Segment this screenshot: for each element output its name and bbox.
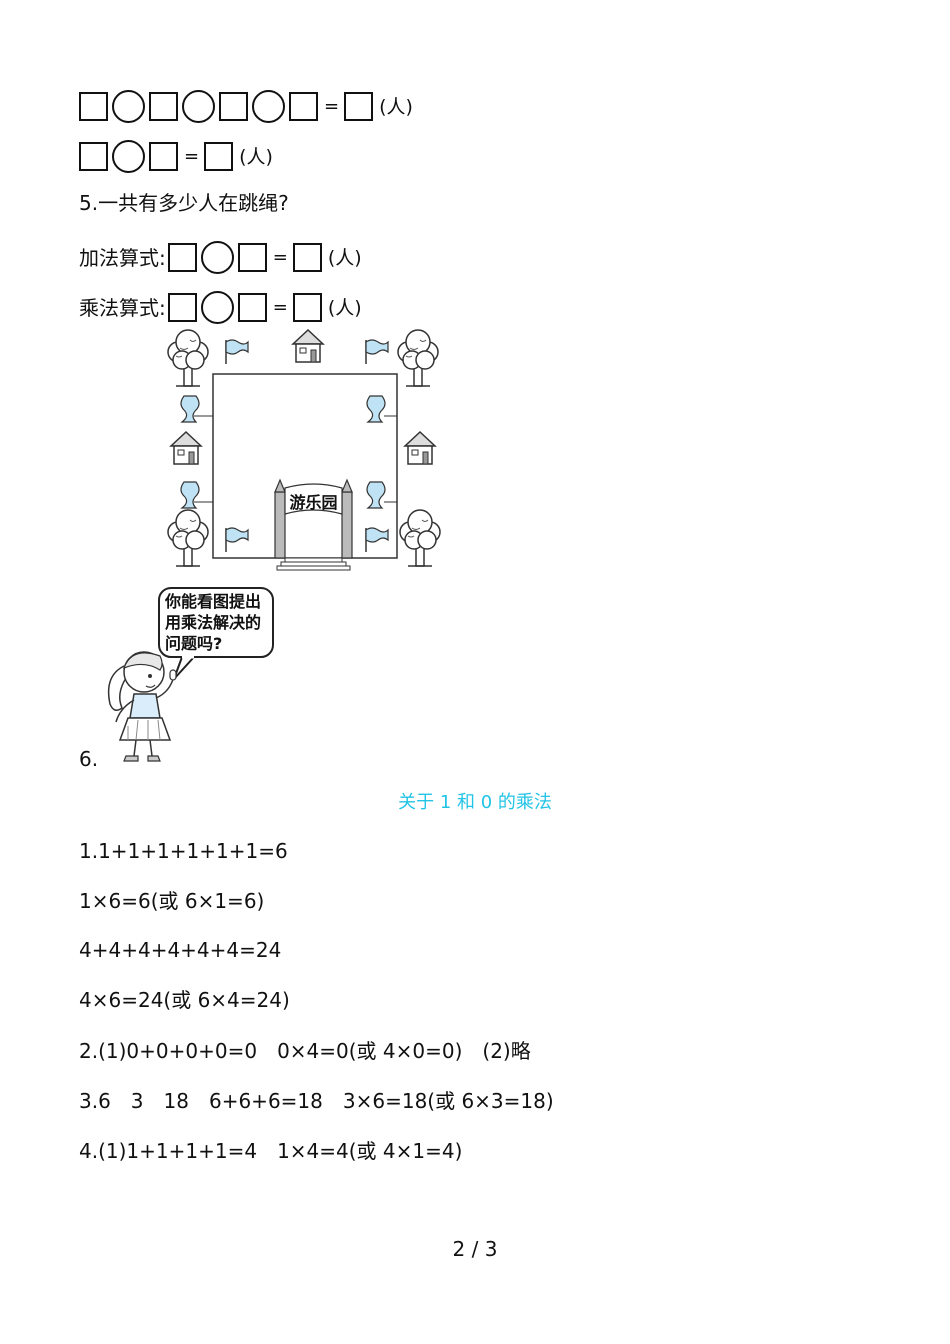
answer-line: 2.(1)0+0+0+0=0 0×4=0(或 4×0=0) (2)略	[79, 1039, 531, 1063]
unit-label: (人)	[327, 246, 362, 269]
answer-box[interactable]	[149, 142, 178, 171]
equals-sign: =	[272, 246, 288, 268]
answer-box[interactable]	[167, 293, 197, 322]
answer-box[interactable]	[237, 243, 267, 272]
answer-box[interactable]	[237, 293, 267, 322]
equation-row-1: = (人)	[79, 90, 413, 123]
girl-illustration	[107, 587, 274, 762]
result-box[interactable]	[344, 92, 374, 121]
answers-title: 关于 1 和 0 的乘法	[398, 792, 552, 813]
question-6-label: 6.	[79, 747, 99, 771]
operator-circle[interactable]	[112, 140, 145, 173]
equals-sign: =	[324, 95, 340, 117]
addition-label: 加法算式:	[79, 245, 166, 270]
operator-circle[interactable]	[252, 90, 285, 123]
operator-circle[interactable]	[200, 241, 234, 274]
operator-circle[interactable]	[200, 291, 234, 324]
unit-label: (人)	[239, 145, 273, 168]
equals-sign: =	[184, 145, 200, 167]
park-sign: 游乐园	[289, 493, 337, 512]
multiplication-label: 乘法算式:	[79, 295, 166, 320]
unit-label: (人)	[327, 296, 362, 319]
answer-box[interactable]	[79, 142, 108, 171]
result-box[interactable]	[292, 243, 322, 272]
amusement-park-illustration: 游乐园	[167, 329, 441, 571]
bubble-line: 用乘法解决的	[165, 613, 262, 632]
result-box[interactable]	[292, 293, 322, 322]
multiplication-equation: 乘法算式: = (人)	[79, 291, 362, 324]
result-box[interactable]	[204, 142, 234, 171]
answer-line: 4×6=24(或 6×4=24)	[79, 988, 290, 1012]
equation-row-2: = (人)	[79, 140, 273, 173]
answer-box[interactable]	[167, 243, 197, 272]
answer-line: 1×6=6(或 6×1=6)	[79, 889, 265, 913]
answer-box[interactable]	[219, 92, 248, 121]
equals-sign: =	[272, 296, 288, 318]
answer-line: 1.1+1+1+1+1+1=6	[79, 839, 288, 863]
bubble-line: 你能看图提出	[165, 592, 262, 611]
operator-circle[interactable]	[112, 90, 145, 123]
addition-equation: 加法算式: = (人)	[79, 241, 362, 274]
unit-label: (人)	[379, 95, 413, 118]
answer-line: 4.(1)1+1+1+1=4 1×4=4(或 4×1=4)	[79, 1139, 463, 1163]
question-5: 5.一共有多少人在跳绳?	[79, 191, 289, 215]
speech-bubble: 你能看图提出 用乘法解决的 问题吗?	[165, 591, 261, 654]
answer-line: 3.6 3 18 6+6+6=18 3×6=18(或 6×3=18)	[79, 1089, 554, 1113]
answer-box[interactable]	[79, 92, 108, 121]
page-number: 2 / 3	[452, 1237, 498, 1261]
operator-circle[interactable]	[182, 90, 215, 123]
bubble-line: 问题吗?	[165, 634, 223, 653]
answer-box[interactable]	[149, 92, 178, 121]
answer-line: 4+4+4+4+4+4=24	[79, 938, 282, 962]
answer-box[interactable]	[289, 92, 318, 121]
